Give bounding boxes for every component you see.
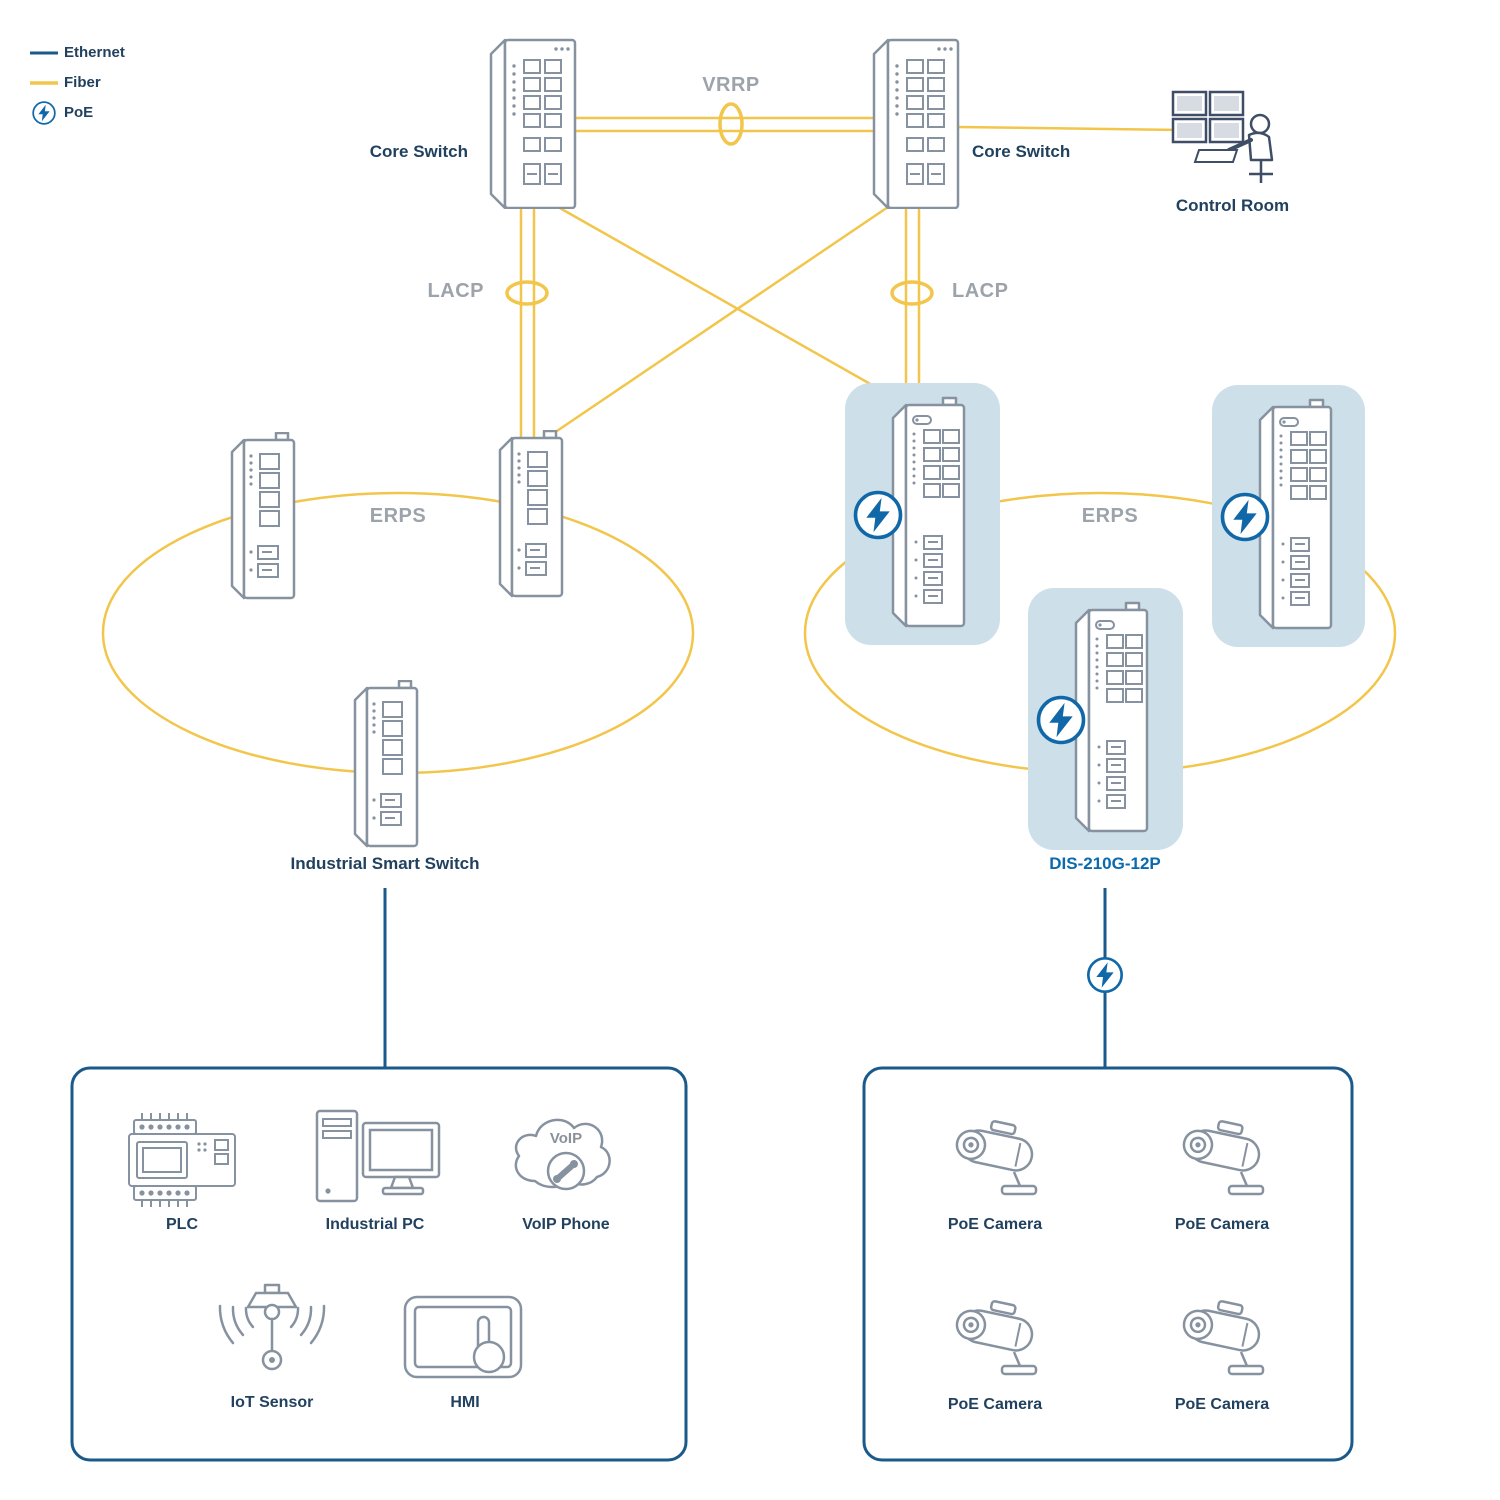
industrial-switch-icon-3 xyxy=(353,680,419,848)
fiber-cross-left-to-right xyxy=(557,205,896,400)
lacp-left-label: LACP xyxy=(427,280,484,302)
industrial-switch-icon-2 xyxy=(498,430,564,598)
voip-phone-label: VoIP Phone xyxy=(522,1216,610,1233)
poe-switch-icon-2 xyxy=(1258,398,1333,630)
hmi-icon xyxy=(403,1295,523,1379)
core-switch-right-icon xyxy=(872,38,960,209)
poe-badge-icon-1 xyxy=(853,490,903,540)
legend-marks xyxy=(30,51,58,125)
ethernet-links xyxy=(383,888,1107,1068)
voip-cloud-text: VoIP xyxy=(549,1130,583,1147)
poe-switch-icon-3 xyxy=(1074,601,1149,833)
core-switch-left-label: Core Switch xyxy=(369,142,468,161)
core-switch-right-label: Core Switch xyxy=(972,142,1071,161)
vrrp-label: VRRP xyxy=(702,74,760,96)
poe-camera-label-3: PoE Camera xyxy=(947,1396,1043,1413)
industrial-pc-label: Industrial PC xyxy=(325,1216,425,1233)
erps-left-label: ERPS xyxy=(369,505,427,527)
legend-poe-label: PoE xyxy=(64,104,94,121)
poe-badge-icon-2 xyxy=(1220,492,1270,542)
poe-camera-label-1: PoE Camera xyxy=(947,1216,1043,1233)
poe-camera-label-4: PoE Camera xyxy=(1174,1396,1270,1413)
dis-210g-12p-label: DIS-210G-12P xyxy=(1049,854,1161,873)
lacp-right-label: LACP xyxy=(952,280,1009,302)
legend-poe-icon xyxy=(32,101,56,125)
industrial-smart-switch-label: Industrial Smart Switch xyxy=(290,854,480,873)
erps-right-label: ERPS xyxy=(1081,505,1139,527)
plc-label: PLC xyxy=(166,1216,198,1233)
vrrp-aggregation-icon xyxy=(718,102,744,146)
control-room-icon xyxy=(1171,90,1275,185)
legend-fiber-label: Fiber xyxy=(64,74,101,91)
poe-camera-label-2: PoE Camera xyxy=(1174,1216,1270,1233)
fiber-core-to-control-room xyxy=(957,125,1186,132)
lacp-right-aggregation-icon xyxy=(890,280,934,306)
poe-badge-icon-3 xyxy=(1036,695,1086,745)
industrial-switch-icon-1 xyxy=(230,432,296,600)
iot-sensor-label: IoT Sensor xyxy=(230,1394,314,1411)
hmi-label: HMI xyxy=(450,1394,480,1411)
legend-ethernet-label: Ethernet xyxy=(64,44,125,61)
control-room-label: Control Room xyxy=(1175,196,1290,215)
poe-switch-icon-1 xyxy=(891,396,966,628)
fiber-cross-right-to-left xyxy=(547,205,889,439)
poe-badge-icon-link xyxy=(1087,956,1123,994)
core-switch-left-icon xyxy=(489,38,577,209)
lacp-left-aggregation-icon xyxy=(505,280,549,306)
